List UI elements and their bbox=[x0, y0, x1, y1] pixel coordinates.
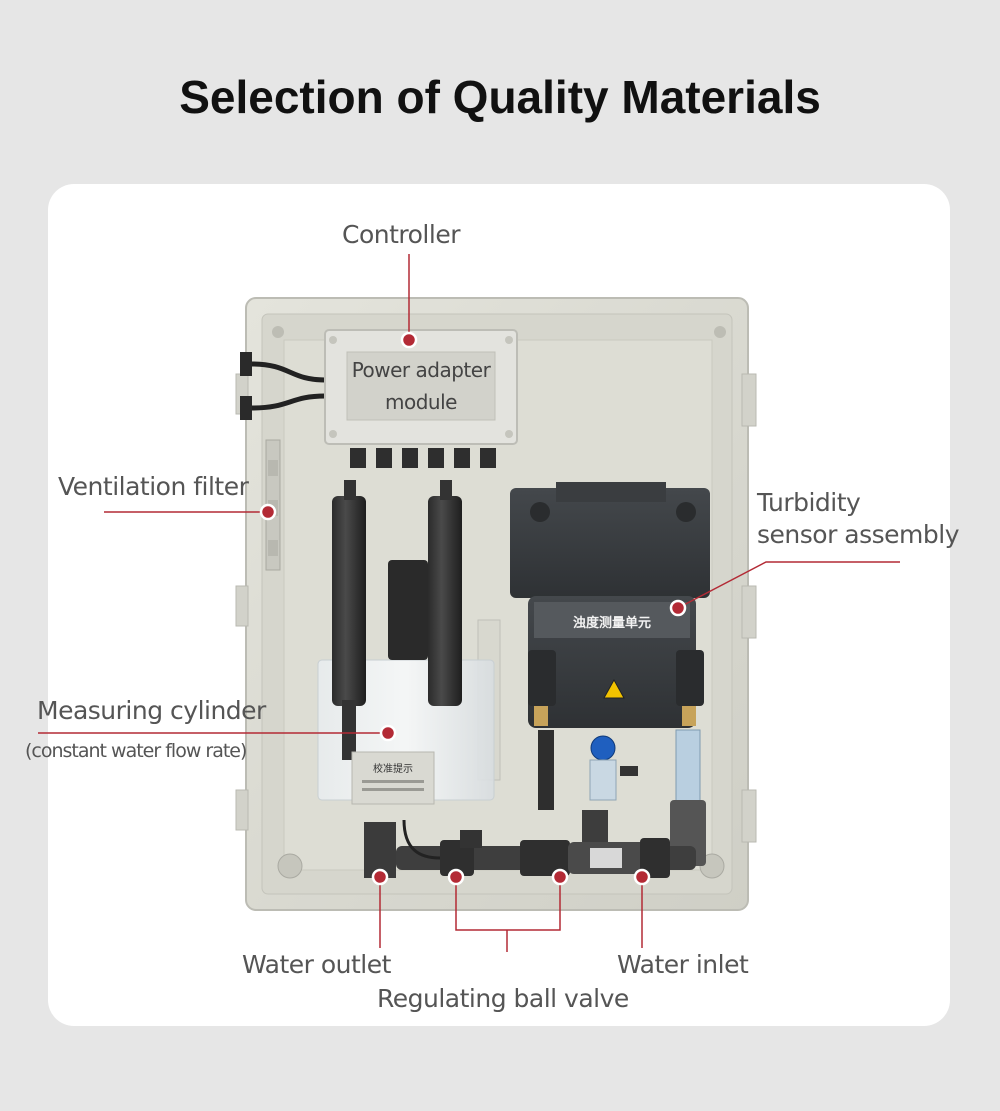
measuring-cylinder-assembly: 校准提示 bbox=[317, 480, 501, 805]
inlet-marker bbox=[633, 868, 651, 886]
outlet-marker bbox=[371, 868, 389, 886]
turbidity-sensor-assembly: 浊度测量单元 bbox=[510, 482, 710, 728]
ball-valve-marker-2 bbox=[551, 868, 569, 886]
sensor-panel-text: 浊度测量单元 bbox=[573, 615, 651, 631]
measuring-cylinder-note: (constant water flow rate) bbox=[25, 740, 247, 762]
ball-valve-marker-1 bbox=[447, 868, 465, 886]
controller-marker bbox=[400, 331, 418, 349]
ball-valve-callout-bracket bbox=[455, 877, 561, 931]
controller-label: Controller bbox=[342, 220, 460, 249]
water-inlet-label: Water inlet bbox=[617, 950, 749, 979]
power-adapter-label-line2: module bbox=[385, 390, 457, 414]
callout-markers bbox=[259, 331, 687, 886]
page-title: Selection of Quality Materials bbox=[179, 71, 821, 123]
ventilation-filter-label: Ventilation filter bbox=[58, 472, 249, 501]
power-adapter-module bbox=[324, 329, 518, 468]
cylinder-marker bbox=[379, 724, 397, 742]
power-adapter-label: Power adapter module bbox=[347, 354, 495, 418]
turbidity-label-line2: sensor assembly bbox=[757, 520, 960, 549]
regulating-ball-valve-label: Regulating ball valve bbox=[377, 984, 629, 1013]
ventilation-marker bbox=[259, 503, 277, 521]
power-adapter-label-line1: Power adapter bbox=[351, 358, 491, 382]
water-outlet-label: Water outlet bbox=[242, 950, 391, 979]
cable-glands bbox=[240, 352, 326, 420]
turbidity-marker bbox=[669, 599, 687, 617]
measuring-cylinder-label: Measuring cylinder bbox=[37, 696, 266, 725]
turbidity-label-line1: Turbidity bbox=[757, 488, 861, 517]
calibration-tag-text: 校准提示 bbox=[373, 762, 413, 775]
turbidity-callout-line bbox=[677, 561, 900, 609]
callout-lines bbox=[38, 254, 900, 952]
pipework bbox=[364, 819, 696, 878]
